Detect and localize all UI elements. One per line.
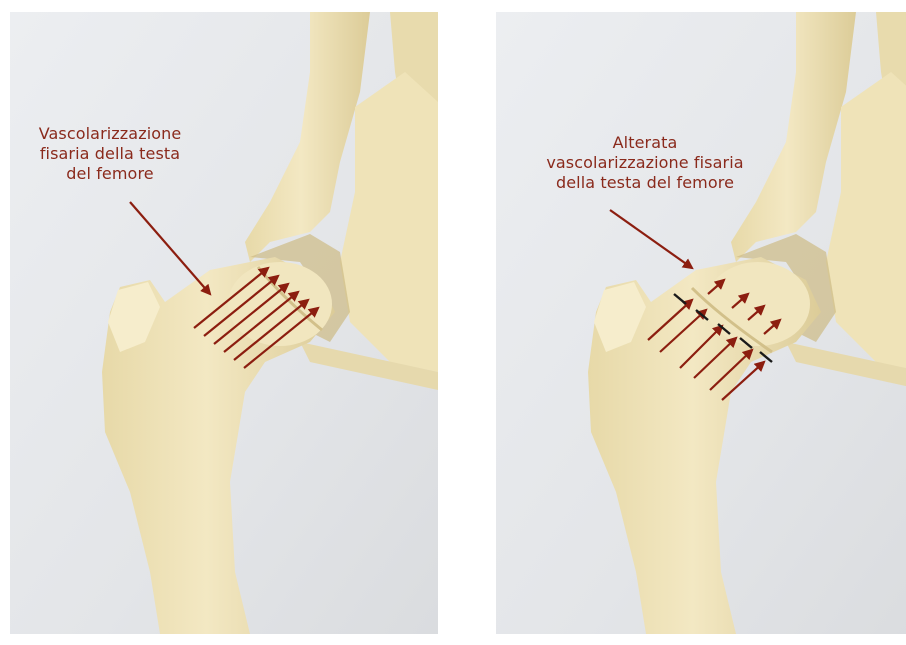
caption-line: Alterata: [530, 133, 760, 153]
caption-line: fisaria della testa: [10, 144, 210, 164]
caption-line: Vascolarizzazione: [10, 124, 210, 144]
femoral-head: [706, 262, 810, 346]
caption-altered: Alterata vascolarizzazione fisaria della…: [530, 133, 760, 193]
femur-model-image-left: [10, 12, 438, 634]
caption-normal: Vascolarizzazione fisaria della testa de…: [10, 124, 210, 184]
caption-line: vascolarizzazione fisaria: [530, 153, 760, 173]
femur-model-image-right: [496, 12, 906, 634]
panel-altered-vascularization: Alterata vascolarizzazione fisaria della…: [496, 12, 906, 634]
panel-normal-vascularization: Vascolarizzazione fisaria della testa de…: [10, 12, 438, 634]
caption-line: del femore: [10, 164, 210, 184]
caption-line: della testa del femore: [530, 173, 760, 193]
